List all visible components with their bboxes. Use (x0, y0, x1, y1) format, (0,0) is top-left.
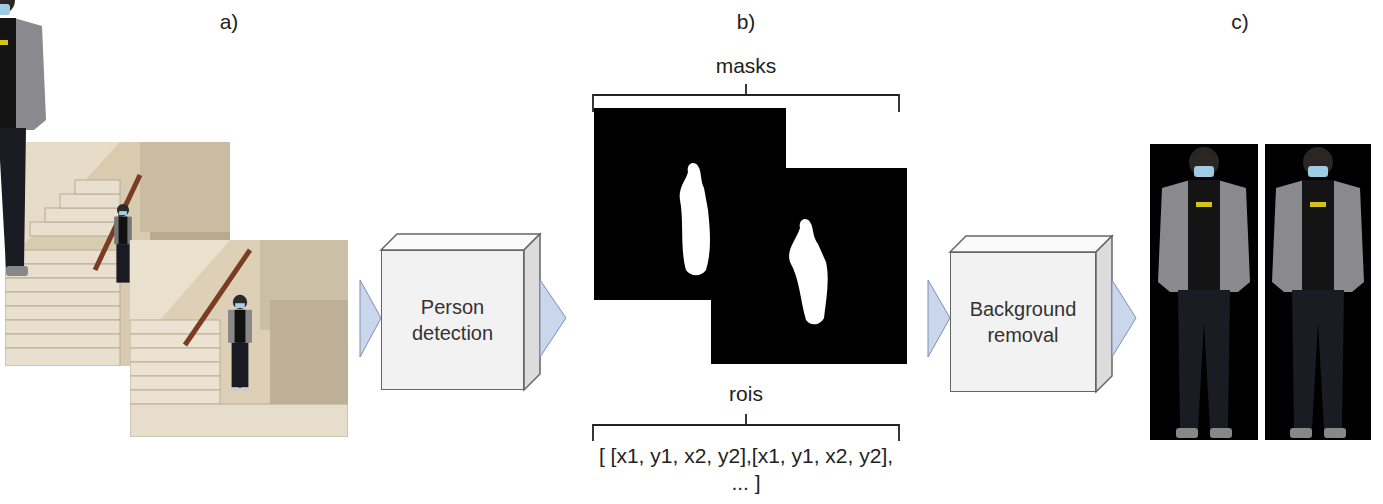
bracket (593, 84, 899, 112)
annotation: masks (686, 52, 806, 79)
annotation: [ [x1, y1, x2, y2],[x1, y1, x2, y2], ...… (591, 442, 901, 496)
person-cutout (0, 0, 1371, 440)
box-label: Background removal (951, 296, 1095, 348)
panel-letter: c) (1210, 8, 1270, 35)
mask-image (594, 108, 907, 364)
process-box: Background removal (950, 252, 1096, 392)
panel-letter: a) (199, 8, 259, 35)
process-box: Person detection (381, 250, 524, 390)
input-photo (130, 240, 348, 437)
bracket (593, 414, 899, 441)
annotation: rois (686, 380, 806, 407)
box-3d (928, 236, 1136, 392)
panel-letter: b) (716, 8, 776, 35)
box-label: Person detection (382, 294, 523, 346)
box-3d (360, 234, 566, 390)
